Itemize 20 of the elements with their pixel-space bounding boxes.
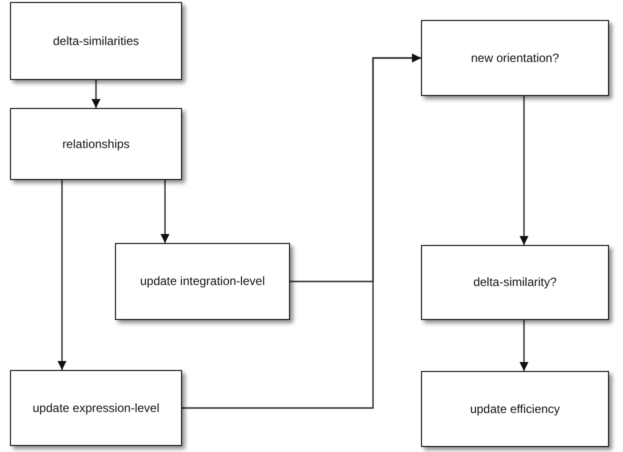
process-box <box>10 370 182 446</box>
process-box <box>421 245 609 320</box>
box-label: delta-similarity? <box>473 275 557 290</box>
box-label: new orientation? <box>470 50 560 66</box>
process-box <box>421 20 609 96</box>
box-label: update expression-level <box>32 400 160 416</box>
arrow <box>160 180 170 243</box>
arrow <box>520 96 528 245</box>
arrow <box>520 320 528 371</box>
box-label: relationships <box>62 136 130 152</box>
arrow <box>58 180 66 370</box>
box-label: update integration-level <box>140 274 265 289</box>
arrow <box>92 80 100 108</box>
arrow <box>182 54 421 409</box>
process-box <box>421 371 609 447</box>
process-box <box>10 2 182 80</box>
process-box <box>115 243 290 320</box>
box-label: update efficiency <box>470 402 560 416</box>
box-label: delta-similarities <box>52 34 140 48</box>
process-box <box>10 108 182 180</box>
